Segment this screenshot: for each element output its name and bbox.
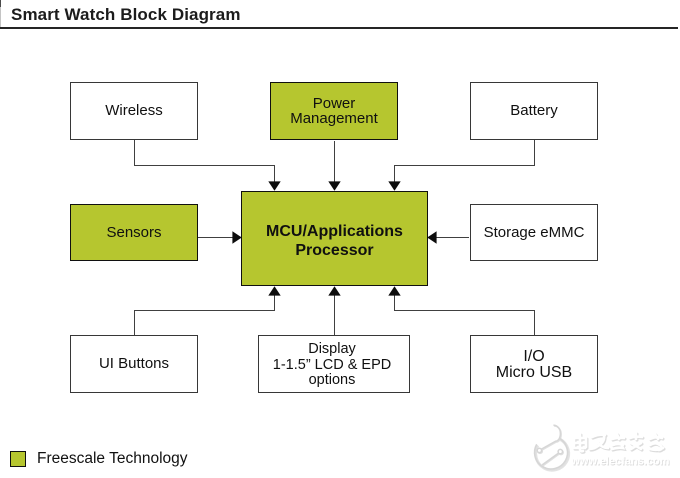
svg-text:www.elecfans.com: www.elecfans.com — [571, 456, 670, 468]
svg-text:www.elecfans.com: www.elecfans.com — [571, 456, 670, 468]
